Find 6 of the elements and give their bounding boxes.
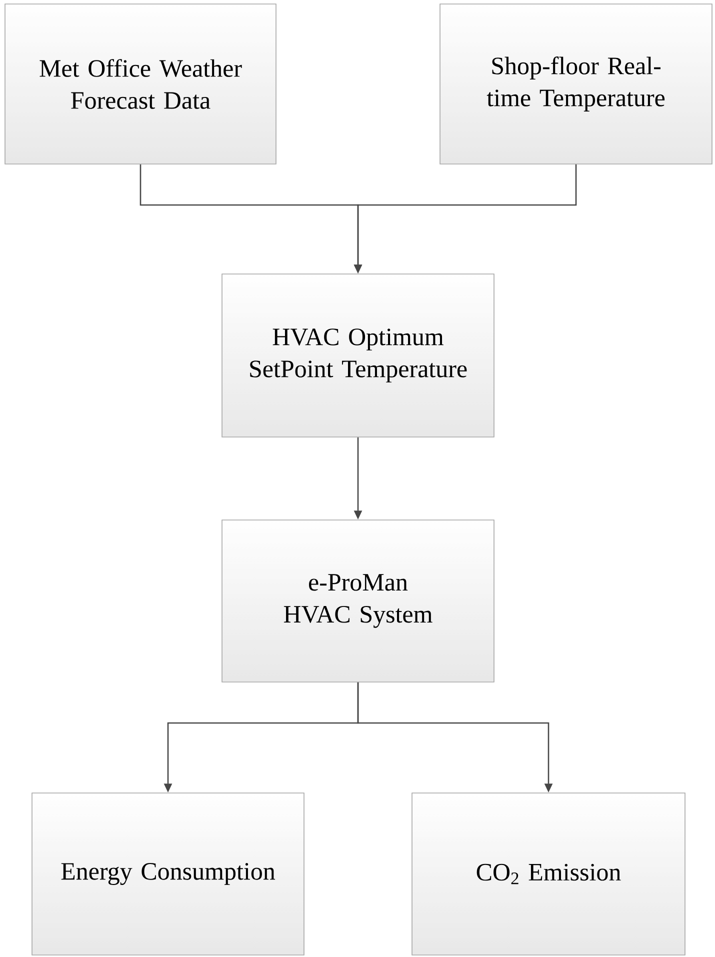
- process-box: CO$_{2}$ Emission: [412, 792, 686, 956]
- process-box: Met Office Weather Forecast Data: [4, 4, 276, 164]
- process-box: e-ProMan HVAC System: [222, 520, 494, 682]
- process-box: Energy Consumption: [32, 792, 304, 956]
- process-box: Shop-floor Real-time Temperature: [440, 4, 712, 164]
- process-box: HVAC Optimum SetPoint Temperature: [222, 274, 494, 438]
